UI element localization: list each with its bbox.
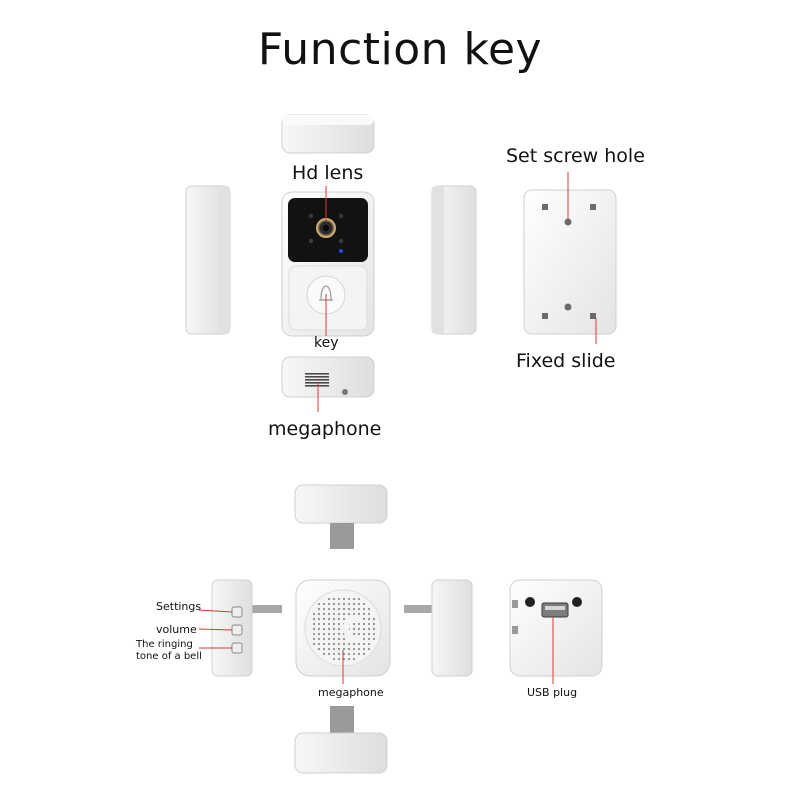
doorbell-left-side-view <box>185 185 231 335</box>
chime-left-side-view <box>211 579 282 677</box>
doorbell-front-view <box>281 191 375 337</box>
key-label: key <box>314 335 339 351</box>
screw-icon <box>342 389 348 395</box>
doorbell-right-side-view <box>431 185 477 335</box>
fixed-slide-label: Fixed slide <box>516 350 616 372</box>
doorbell-top-view <box>281 114 375 154</box>
chime-right-side-view <box>404 579 473 677</box>
doorbell-back-view <box>523 189 617 335</box>
ringtone-label-line2: tone of a bell <box>136 651 202 662</box>
set-screw-hole-label: Set screw hole <box>506 145 645 167</box>
volume-button <box>231 624 243 636</box>
settings-button <box>231 606 243 618</box>
usb-plug-label: USB plug <box>527 686 578 699</box>
volume-label: volume <box>156 623 197 636</box>
chime-bottom-view <box>294 706 388 774</box>
speaker-grille-icon <box>305 373 329 387</box>
ringtone-button <box>231 642 243 654</box>
chime-back-view <box>509 579 603 677</box>
ringtone-label-line1: The ringing <box>136 639 193 650</box>
chime-megaphone-label: megaphone <box>318 686 384 699</box>
leader-lines <box>198 172 597 684</box>
screw-hole-icon <box>564 218 572 226</box>
chime-front-view <box>295 579 391 677</box>
megaphone-label: megaphone <box>268 418 382 440</box>
chime-top-view <box>294 484 388 549</box>
doorbell-bottom-view <box>281 356 375 398</box>
hd-lens-label: Hd lens <box>292 162 364 184</box>
settings-label: Settings <box>156 600 202 613</box>
page-title: Function key <box>257 24 543 75</box>
bell-icon <box>320 285 332 301</box>
